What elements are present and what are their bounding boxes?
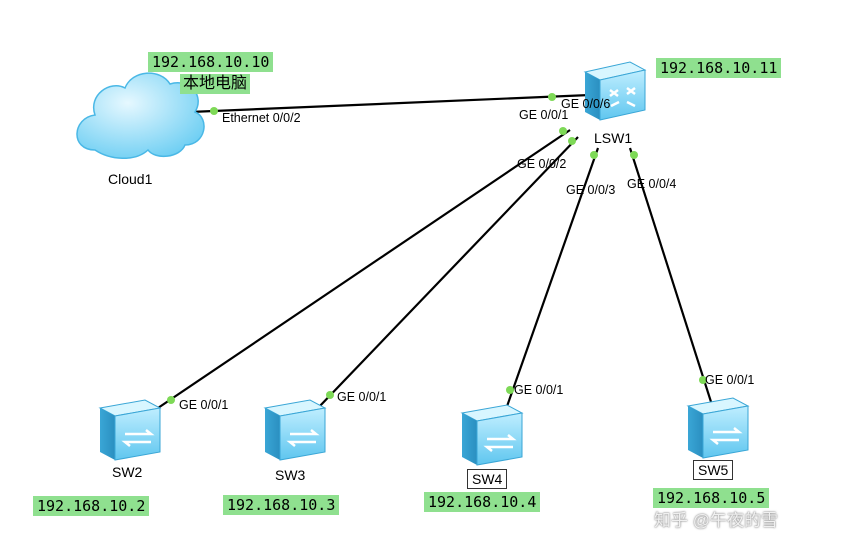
watermark: 知乎 @午夜的雪 bbox=[654, 511, 778, 530]
switch-sw5-icon[interactable] bbox=[686, 397, 750, 459]
port-label-lsw1-ge6: GE 0/0/6 bbox=[561, 97, 611, 111]
port-dot bbox=[559, 127, 567, 135]
ip-label-cloud: 192.168.10.10 bbox=[148, 52, 274, 72]
cloud-note: 本地电脑 bbox=[180, 74, 251, 94]
port-dot bbox=[630, 151, 638, 159]
port-label-lsw1-ge3: GE 0/0/3 bbox=[566, 183, 616, 197]
ip-label-sw3: 192.168.10.3 bbox=[223, 495, 340, 515]
switch-sw3-icon[interactable] bbox=[263, 399, 327, 461]
device-name-cloud: Cloud1 bbox=[108, 171, 153, 187]
link-lsw1-sw4 bbox=[503, 147, 600, 413]
link-lsw1-sw2 bbox=[154, 129, 571, 411]
port-label-sw2-ge1: GE 0/0/1 bbox=[179, 398, 229, 412]
switch-sw2-icon[interactable] bbox=[98, 399, 162, 461]
port-dots bbox=[167, 93, 707, 404]
link-cloud-lsw1 bbox=[189, 93, 591, 114]
ip-label-sw2: 192.168.10.2 bbox=[33, 496, 150, 516]
port-label-lsw1-ge1: GE 0/0/1 bbox=[519, 108, 569, 122]
ip-label-sw5: 192.168.10.5 bbox=[653, 488, 770, 508]
port-dot bbox=[506, 386, 514, 394]
link-lsw1-sw5 bbox=[628, 147, 714, 406]
link-lsw1-sw3 bbox=[317, 136, 579, 409]
core-switch-icon[interactable] bbox=[583, 61, 647, 121]
device-name-sw2: SW2 bbox=[112, 464, 143, 480]
ip-label-lsw1: 192.168.10.11 bbox=[656, 58, 782, 78]
port-label-sw4-ge1: GE 0/0/1 bbox=[514, 383, 564, 397]
device-name-sw5: SW5 bbox=[693, 460, 734, 480]
switch-sw4-icon[interactable] bbox=[460, 404, 524, 466]
port-dot bbox=[568, 137, 576, 145]
device-name-sw4: SW4 bbox=[467, 469, 508, 489]
port-label-lsw1-ge2: GE 0/0/2 bbox=[517, 157, 567, 171]
port-label-lsw1-ge4: GE 0/0/4 bbox=[627, 177, 677, 191]
port-dot bbox=[699, 376, 707, 384]
port-label-cloud-eth: Ethernet 0/0/2 bbox=[222, 111, 301, 125]
ip-label-sw4: 192.168.10.4 bbox=[424, 492, 541, 512]
port-dot bbox=[326, 391, 334, 399]
port-dot bbox=[548, 93, 556, 101]
port-label-sw5-ge1: GE 0/0/1 bbox=[705, 373, 755, 387]
device-name-lsw1: LSW1 bbox=[594, 130, 633, 146]
port-label-sw3-ge1: GE 0/0/1 bbox=[337, 390, 387, 404]
device-name-sw3: SW3 bbox=[275, 467, 306, 483]
port-dot bbox=[167, 396, 175, 404]
port-dot bbox=[590, 151, 598, 159]
port-dot bbox=[210, 107, 218, 115]
